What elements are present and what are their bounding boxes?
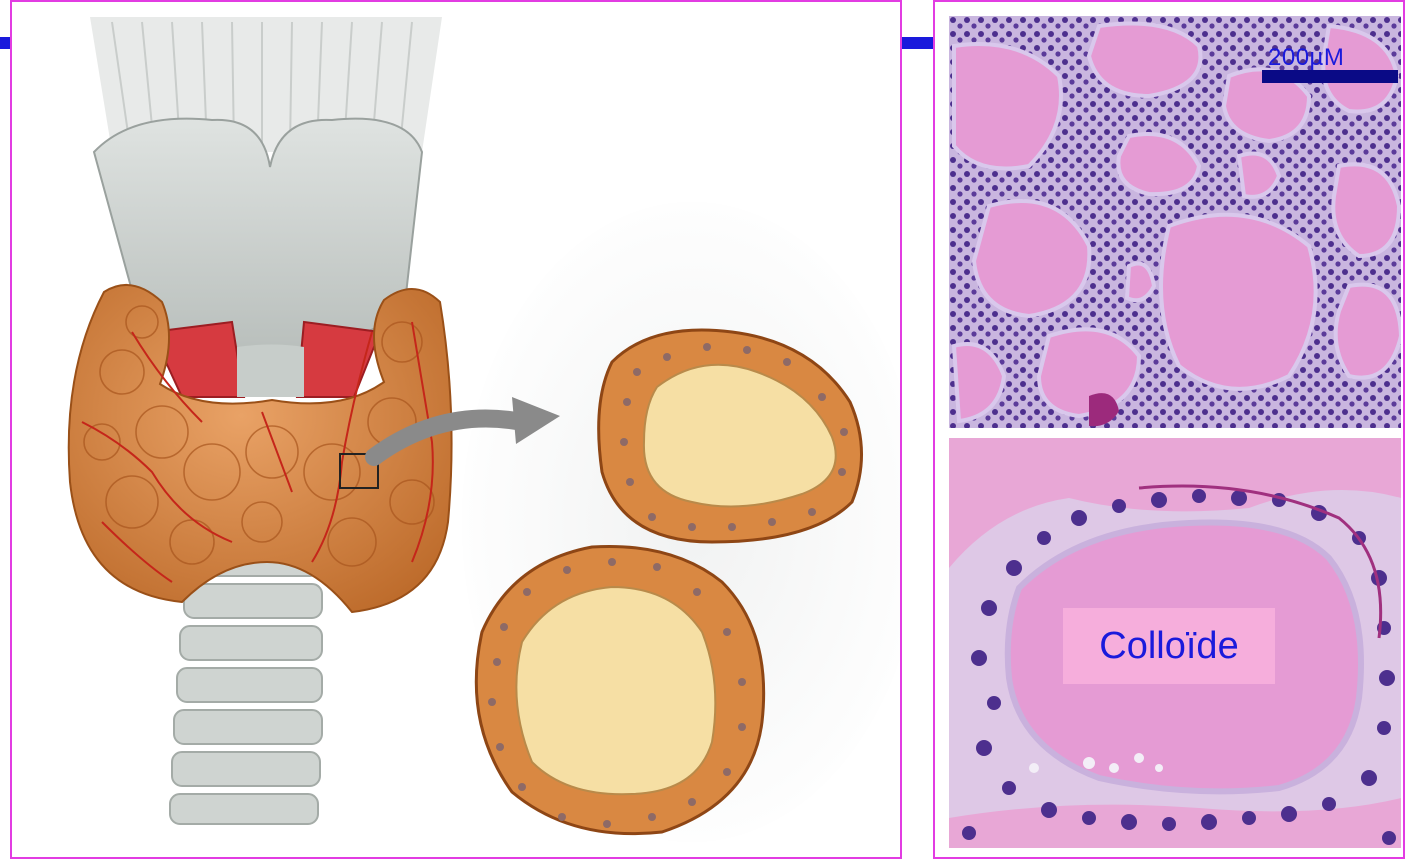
cricoid-cartilage: [237, 345, 304, 398]
thyroid-illustration-panel: [10, 0, 902, 859]
slide-header-line-middle: [902, 37, 936, 49]
thyroid-micrograph-low-magnification: 200µM: [949, 16, 1401, 428]
thyroid-micrograph-high-magnification: Colloïde: [949, 438, 1401, 848]
follicle-lower: [476, 546, 763, 833]
thyroid-anatomy-figure: [12, 2, 902, 859]
micrograph-panel: 200µM: [933, 0, 1405, 859]
scale-bar-label: 200µM: [1268, 44, 1344, 72]
thyroid-gland-illustration: [69, 17, 452, 824]
colloid-label: Colloïde: [1063, 608, 1275, 684]
scale-bar: [1262, 70, 1398, 83]
right-cricothyroid-muscle: [297, 322, 380, 397]
